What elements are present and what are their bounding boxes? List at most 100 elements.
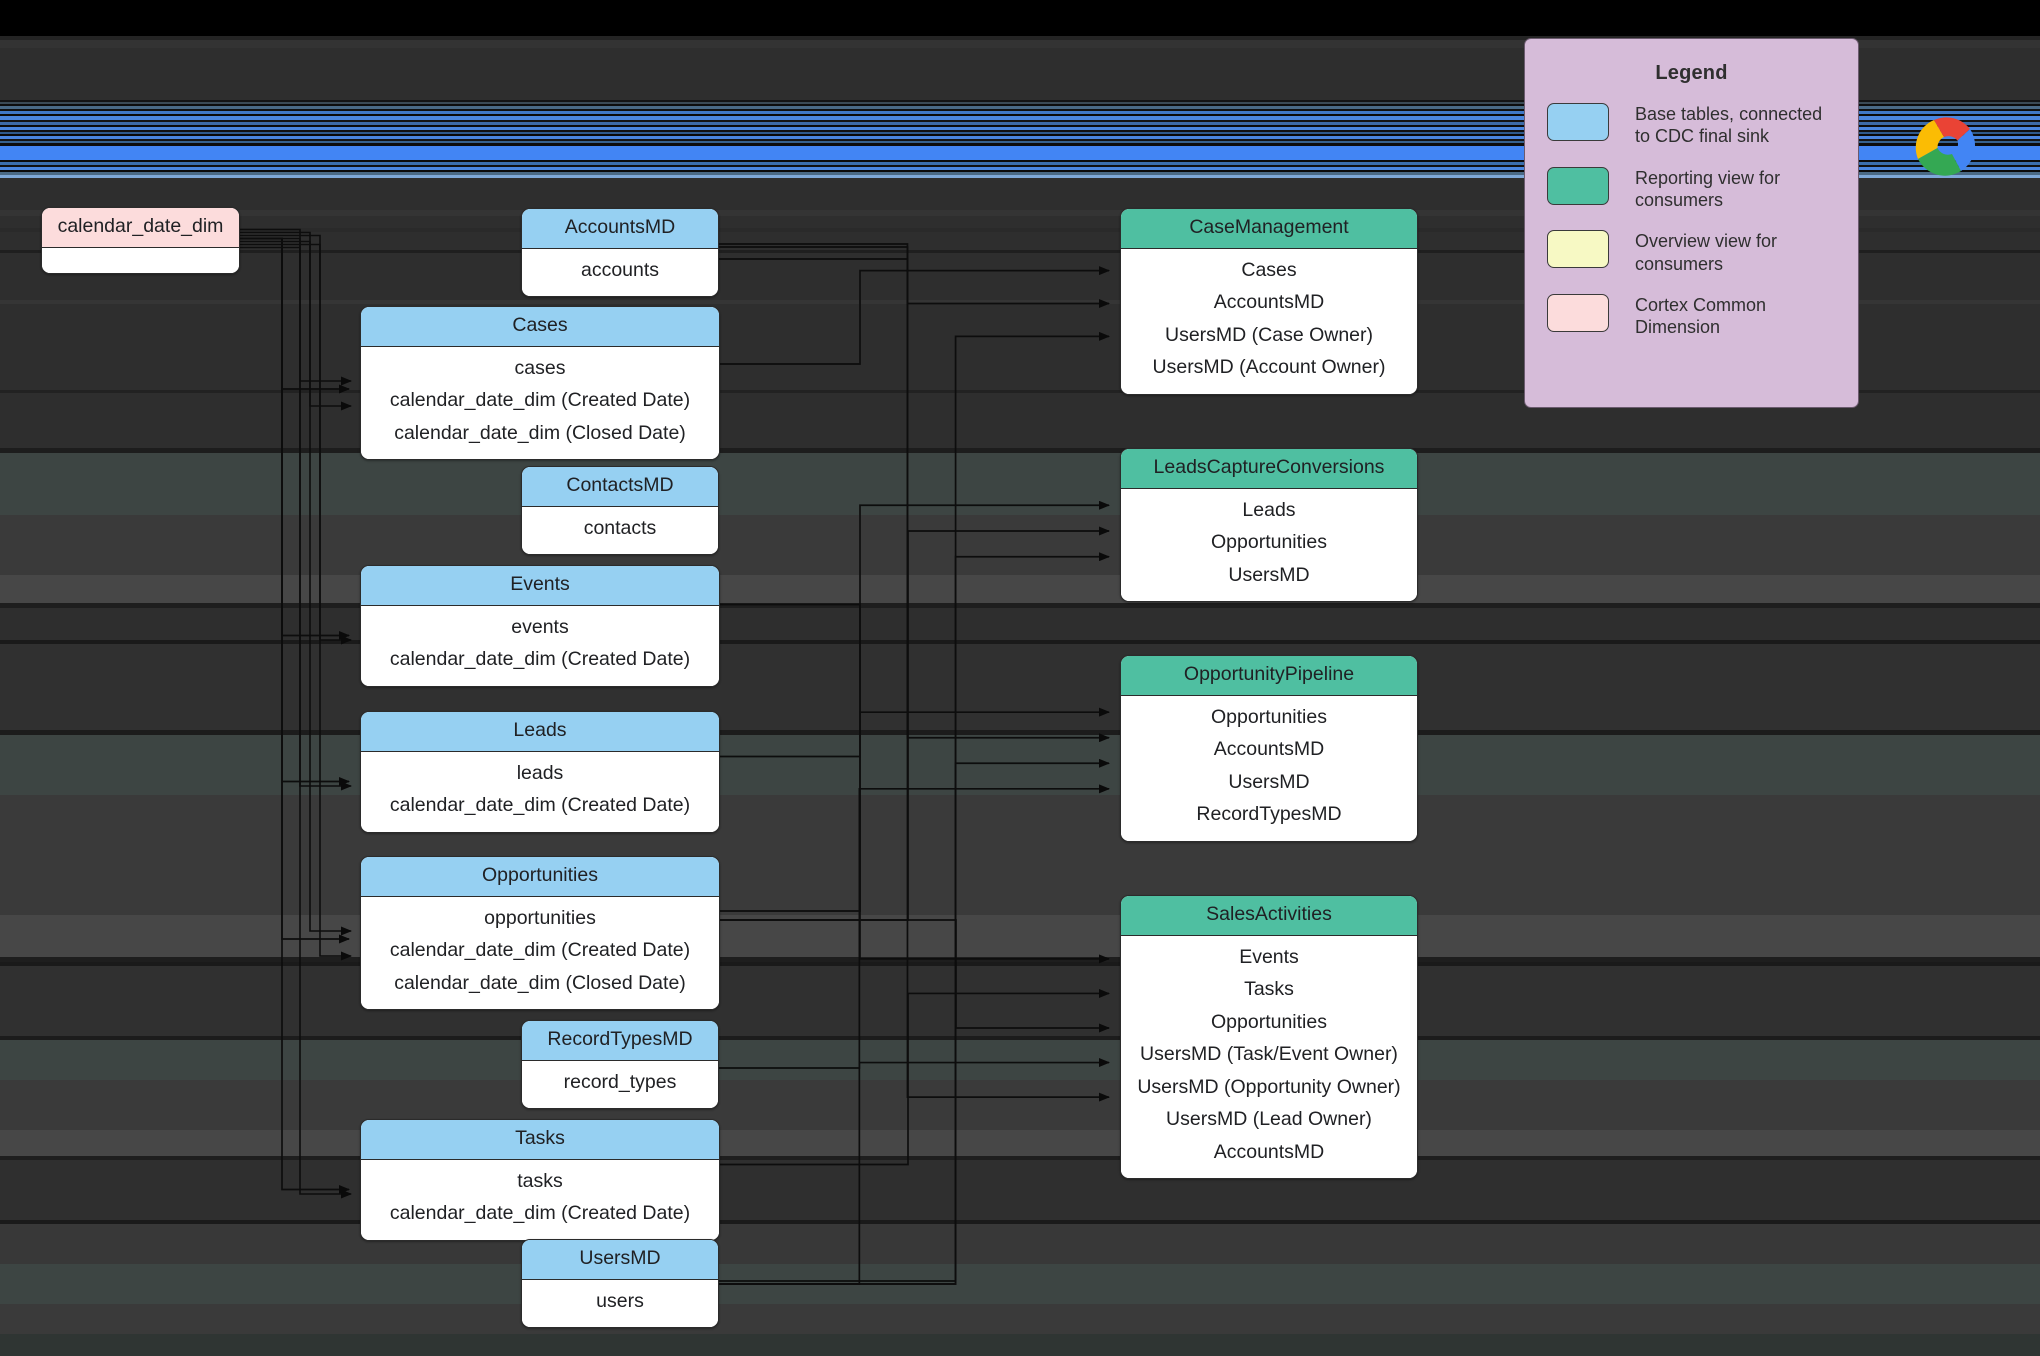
legend-item-pink: Cortex Common Dimension (1547, 293, 1858, 339)
entity-node-title-Events: Events (361, 566, 719, 606)
entity-node-title-Cases: Cases (361, 307, 719, 347)
legend-label-yellow: Overview view for consumers (1635, 231, 1778, 274)
background-band-21 (0, 966, 2040, 1036)
background-band-23 (0, 1040, 2040, 1080)
entity-node-title-ContactsMD: ContactsMD (522, 467, 718, 507)
background-band-12 (0, 603, 2040, 608)
glitch-scanline-5 (0, 111, 2040, 114)
entity-node-row: calendar_date_dim (Created Date) (389, 648, 691, 670)
entity-node-title-CaseManagement: CaseManagement (1121, 209, 1417, 249)
entity-node-row: users (596, 1289, 644, 1312)
entity-node-row: UsersMD (Task/Event Owner) (1140, 1043, 1398, 1065)
edge-calendar_date_dim-to-Cases (240, 231, 352, 411)
glitch-scanline-1 (0, 102, 2040, 104)
background-band-11 (0, 575, 2040, 603)
edge-AccountsMD-to-CaseManagement (719, 246, 1110, 308)
entity-node-body-UsersMD: users (522, 1279, 718, 1327)
google-cloud-logo-svg (1915, 117, 1976, 176)
glitch-scanline-15 (0, 136, 2040, 139)
glitch-scanline-17 (0, 141, 2040, 143)
glitch-scanline-26 (0, 175, 2040, 178)
glitch-scanline-14 (0, 134, 2040, 136)
entity-node-title-calendar_date_dim: calendar_date_dim (42, 208, 239, 248)
glitch-scanline-3 (0, 106, 2040, 109)
background-band-24 (0, 1080, 2040, 1130)
entity-node-RecordTypesMD[interactable]: RecordTypesMD record_types (521, 1020, 719, 1109)
glitch-scanline-20 (0, 160, 2040, 162)
entity-node-row: leads (516, 761, 564, 784)
entity-node-row: Opportunities (1211, 705, 1327, 728)
background-band-16 (0, 735, 2040, 795)
entity-node-title-OpportunityPipeline: OpportunityPipeline (1121, 656, 1417, 696)
entity-node-row: Cases (1241, 258, 1297, 281)
background-band-30 (0, 1264, 2040, 1304)
google-cloud-logo (1900, 105, 1992, 188)
entity-node-row: UsersMD (Lead Owner) (1166, 1108, 1372, 1130)
glitch-scanline-21 (0, 162, 2040, 165)
background-band-29 (0, 1224, 2040, 1264)
background-band-25 (0, 1130, 2040, 1156)
glitch-scanline-22 (0, 165, 2040, 167)
background-band-3 (0, 210, 2040, 216)
entity-node-row: Leads (1242, 498, 1296, 521)
glitch-scanline-13 (0, 132, 2040, 134)
entity-node-row: UsersMD (1228, 563, 1310, 586)
glitch-scanline-10 (0, 125, 2040, 127)
legend-swatch-blue (1547, 103, 1609, 141)
glitch-scanline-9 (0, 122, 2040, 125)
legend-swatch-yellow (1547, 230, 1609, 269)
glitch-scanline-23 (0, 167, 2040, 170)
entity-node-title-Opportunities: Opportunities (361, 857, 719, 897)
entity-node-row: RecordTypesMD (1196, 803, 1342, 825)
legend-label-blue: Base tables, connected to CDC final sink (1635, 104, 1823, 147)
legend-item-green: Reporting view for consumers (1547, 166, 1858, 212)
glitch-scanline-12 (0, 130, 2040, 132)
glitch-scanline-25 (0, 172, 2040, 175)
glitch-scanline-6 (0, 114, 2040, 116)
entity-node-title-SalesActivities: SalesActivities (1121, 896, 1417, 936)
entity-node-row: calendar_date_dim (Closed Date) (394, 421, 686, 444)
legend-item-yellow: Overview view for consumers (1547, 230, 1858, 275)
background-band-17 (0, 795, 2040, 915)
entity-node-body-calendar_date_dim (42, 247, 239, 273)
glitch-scanline-16 (0, 139, 2040, 141)
entity-node-row: calendar_date_dim (Created Date) (389, 389, 691, 411)
background-band-9 (0, 453, 2040, 515)
background-band-0 (0, 36, 2040, 40)
glitch-scanline-4 (0, 109, 2040, 111)
legend-swatch-pink (1547, 293, 1609, 332)
entity-node-title-RecordTypesMD: RecordTypesMD (522, 1021, 718, 1061)
entity-node-row: Events (1239, 945, 1299, 968)
entity-node-title-Tasks: Tasks (361, 1120, 719, 1160)
entity-node-row: AccountsMD (1213, 291, 1325, 313)
entity-node-row: Opportunities (1211, 1010, 1327, 1033)
entity-node-calendar_date_dim[interactable]: calendar_date_dim (41, 207, 240, 274)
background-band-10 (0, 515, 2040, 575)
background-band-4 (0, 228, 2040, 232)
logo-blue-arc (1952, 129, 1976, 171)
entity-node-row: UsersMD (Case Owner) (1164, 323, 1374, 346)
glitch-scanline-0 (0, 100, 2040, 102)
entity-node-row: record_types (563, 1070, 677, 1093)
entity-node-row: calendar_date_dim (Created Date) (389, 794, 691, 816)
entity-node-body-RecordTypesMD: record_types (522, 1060, 718, 1108)
legend-item-blue: Base tables, connected to CDC final sink (1547, 103, 1858, 148)
edge-Cases-to-CaseManagement (720, 266, 1110, 365)
legend-title: Legend (1655, 62, 1728, 84)
glitch-scanline-2 (0, 104, 2040, 106)
